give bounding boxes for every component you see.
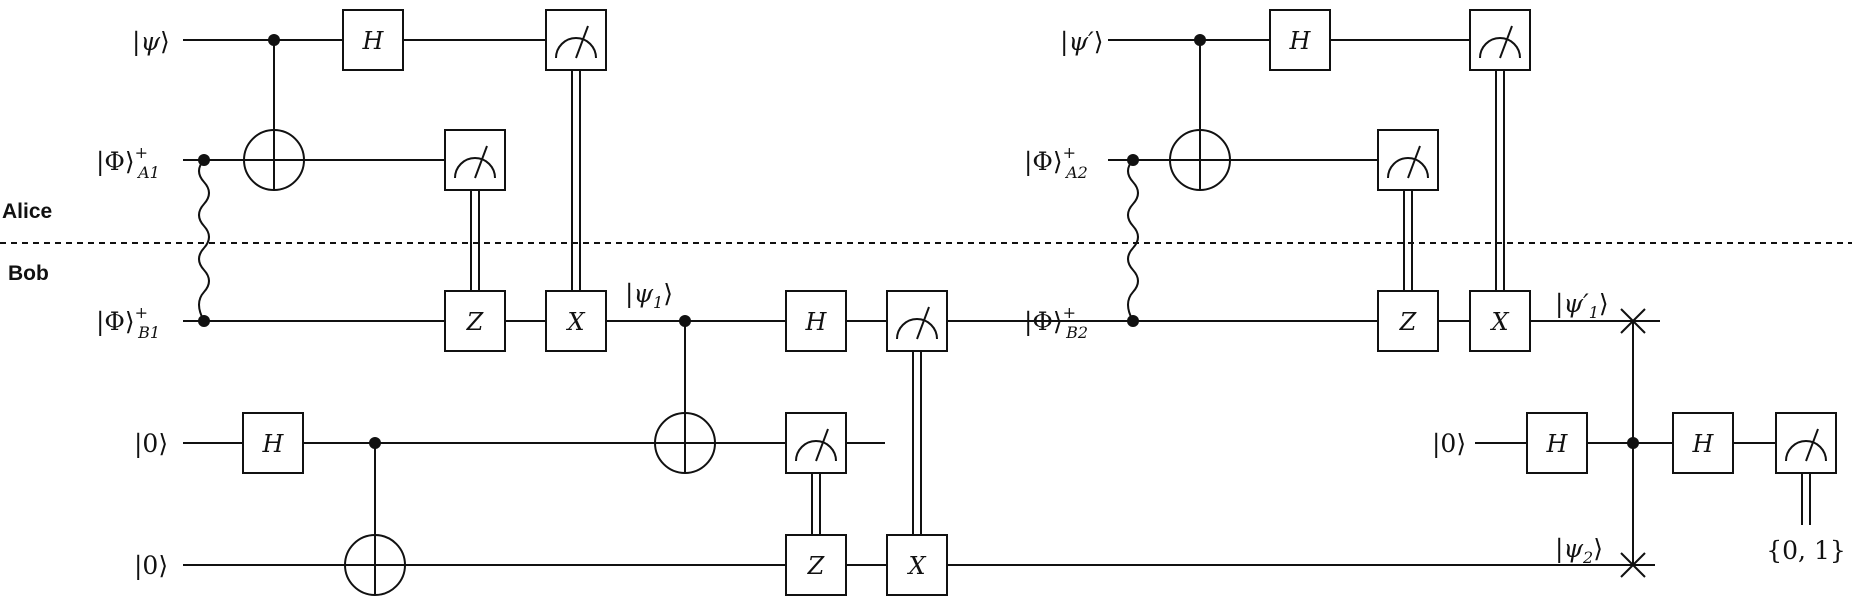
measurement-gate bbox=[886, 290, 948, 352]
swap-cross bbox=[1620, 552, 1646, 578]
hadamard-gate bbox=[1269, 9, 1331, 71]
state-psi-1-label: |ψ1⟩ bbox=[625, 279, 673, 312]
hadamard-gate bbox=[342, 9, 404, 71]
pauli-x-gate bbox=[1469, 290, 1531, 352]
pauli-z-gate bbox=[1377, 290, 1439, 352]
input-phi-b1-label: |Φ⟩+B1 bbox=[96, 303, 160, 342]
gate-label: H bbox=[362, 27, 385, 55]
measurement-gate bbox=[1469, 9, 1531, 71]
input-zero-3-label: |0⟩ bbox=[1432, 429, 1466, 459]
input-zero-2-label: |0⟩ bbox=[134, 551, 168, 581]
input-psi-prime-label: |ψ′⟩ bbox=[1060, 27, 1103, 57]
output-label: {0, 1} bbox=[1766, 536, 1846, 565]
entanglement-dot bbox=[1127, 315, 1139, 327]
meter-icon bbox=[1479, 37, 1521, 59]
input-phi-b2-label: |Φ⟩+B2 bbox=[1024, 303, 1088, 342]
meter-needle bbox=[575, 25, 589, 59]
entanglement-dot bbox=[1127, 154, 1139, 166]
input-phi-a2-label: |Φ⟩+A2 bbox=[1024, 143, 1088, 182]
bob-label: Bob bbox=[8, 262, 49, 285]
gate-label: X bbox=[906, 552, 926, 580]
state-psi-2-label: |ψ2⟩ bbox=[1555, 534, 1603, 567]
control-dot bbox=[268, 34, 280, 46]
meter-needle bbox=[1407, 145, 1421, 179]
measurement-gate bbox=[785, 412, 847, 474]
gate-label: X bbox=[1489, 308, 1509, 336]
meter-needle bbox=[474, 145, 488, 179]
hadamard-gate bbox=[1526, 412, 1588, 474]
gate-label: Z bbox=[466, 308, 485, 336]
entanglement-dot bbox=[198, 315, 210, 327]
pauli-x-gate bbox=[886, 534, 948, 596]
gate-label: H bbox=[805, 308, 828, 336]
control-dot bbox=[1627, 437, 1639, 449]
gate-label: H bbox=[1692, 430, 1715, 458]
pauli-z-gate bbox=[785, 534, 847, 596]
swap-cross bbox=[1620, 308, 1646, 334]
input-psi-label: |ψ⟩ bbox=[132, 27, 170, 57]
gate-label: H bbox=[1546, 430, 1569, 458]
gate-label: H bbox=[262, 430, 285, 458]
gate-label: Z bbox=[807, 552, 826, 580]
entanglement-link-1 bbox=[198, 159, 210, 322]
meter-icon bbox=[795, 440, 837, 462]
pauli-x-gate bbox=[545, 290, 607, 352]
meter-icon bbox=[454, 157, 496, 179]
gate-label: H bbox=[1289, 27, 1312, 55]
hadamard-gate bbox=[785, 290, 847, 352]
gate-label: X bbox=[565, 308, 585, 336]
meter-needle bbox=[1499, 25, 1513, 59]
control-dot bbox=[369, 437, 381, 449]
measurement-gate bbox=[1377, 129, 1439, 191]
measurement-gate bbox=[1775, 412, 1837, 474]
meter-icon bbox=[1785, 440, 1827, 462]
meter-needle bbox=[916, 306, 930, 340]
control-dot bbox=[1194, 34, 1206, 46]
meter-icon bbox=[896, 318, 938, 340]
input-phi-a1-label: |Φ⟩+A1 bbox=[96, 143, 160, 182]
state-psi-1-prime-label: |ψ′1⟩ bbox=[1555, 289, 1609, 322]
meter-needle bbox=[1805, 428, 1819, 462]
hadamard-gate bbox=[1672, 412, 1734, 474]
entanglement-link-2 bbox=[1127, 159, 1139, 322]
meter-icon bbox=[1387, 157, 1429, 179]
control-dot bbox=[679, 315, 691, 327]
meter-needle bbox=[815, 428, 829, 462]
measurement-gate bbox=[545, 9, 607, 71]
gate-label: Z bbox=[1399, 308, 1418, 336]
measurement-gate bbox=[444, 129, 506, 191]
meter-icon bbox=[555, 37, 597, 59]
input-zero-1-label: |0⟩ bbox=[134, 429, 168, 459]
alice-label: Alice bbox=[2, 200, 52, 223]
pauli-z-gate bbox=[444, 290, 506, 352]
hadamard-gate bbox=[242, 412, 304, 474]
entanglement-dot bbox=[198, 154, 210, 166]
